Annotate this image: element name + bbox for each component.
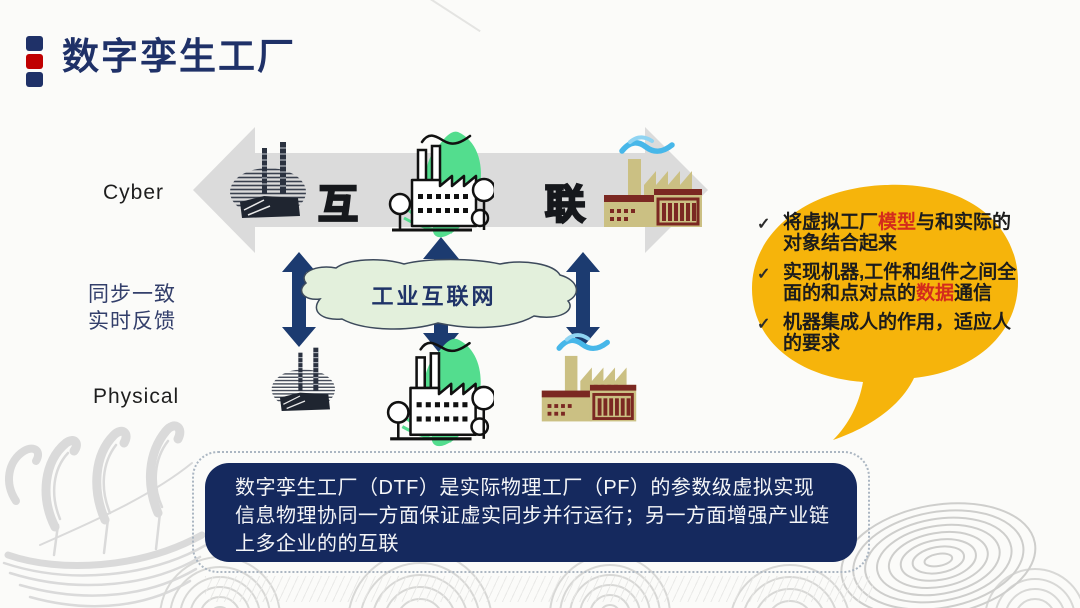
sync-label-line1: 同步一致: [88, 282, 176, 306]
bullet-square-navy: [26, 72, 43, 87]
vertical-sync-arrow-left: [282, 252, 316, 347]
vertical-sync-arrow-right: [566, 252, 600, 347]
bullet-square-navy: [26, 36, 43, 51]
industrial-plant-icon: [230, 142, 306, 218]
footer-dotted-outline: [192, 451, 870, 573]
eco-factory-icon: [386, 338, 494, 447]
physical-row-label: Physical: [93, 385, 180, 408]
sync-label-line2: 实时反馈: [88, 309, 176, 333]
callout-item-2: ✓ 实现机器,工件和组件之间全 面的和点对点的数据通信: [757, 262, 1017, 304]
cyber-row-label: Cyber: [103, 181, 165, 204]
char-lian: 联: [544, 182, 586, 228]
callout-item-1: ✓ 将虚拟工厂模型与和实际的 对象结合起来: [757, 212, 1012, 254]
callout-list: ✓ 将虚拟工厂模型与和实际的 对象结合起来 ✓ 实现机器,工件和组件之间全 面的…: [757, 212, 1019, 362]
background-diagonal-line: [429, 0, 481, 33]
callout-item-3: ✓ 机器集成人的作用，适应人 的要求: [757, 312, 1012, 354]
speech-bubble-shape: [751, 184, 1019, 440]
ship-watermark: [2, 421, 208, 608]
hatch-texture: [205, 576, 873, 602]
page-title: 数字孪生工厂: [62, 36, 296, 77]
bullet-square-red: [26, 54, 43, 69]
definition-line-1: 数字孪生工厂（DTF）是实际物理工厂（PF）的参数级虚拟实现: [235, 477, 815, 499]
industrial-plant-icon: [271, 347, 335, 411]
definition-line-2: 信息物理协同一方面保证虚实同步并行运行；另一方面增强产业链: [235, 505, 830, 527]
industrial-internet-cloud-shape: [300, 258, 578, 330]
tan-factory-icon: [604, 135, 702, 227]
sync-feedback-label: 同步一致 实时反馈: [88, 281, 176, 335]
char-hu: 互: [317, 182, 359, 228]
swirl-rings: [840, 502, 1037, 608]
eco-factory-icon: [388, 131, 494, 238]
tan-factory-icon: [541, 333, 637, 422]
check-icon: ✓: [757, 266, 771, 283]
check-icon: ✓: [757, 316, 771, 333]
title-bullet-squares: [26, 36, 43, 87]
definition-box: 数字孪生工厂（DTF）是实际物理工厂（PF）的参数级虚拟实现 信息物理协同一方面…: [205, 463, 857, 562]
check-icon: ✓: [757, 216, 771, 233]
cloud-label: 工业互联网: [371, 284, 497, 309]
definition-line-3: 上多企业的的互联: [235, 533, 399, 555]
